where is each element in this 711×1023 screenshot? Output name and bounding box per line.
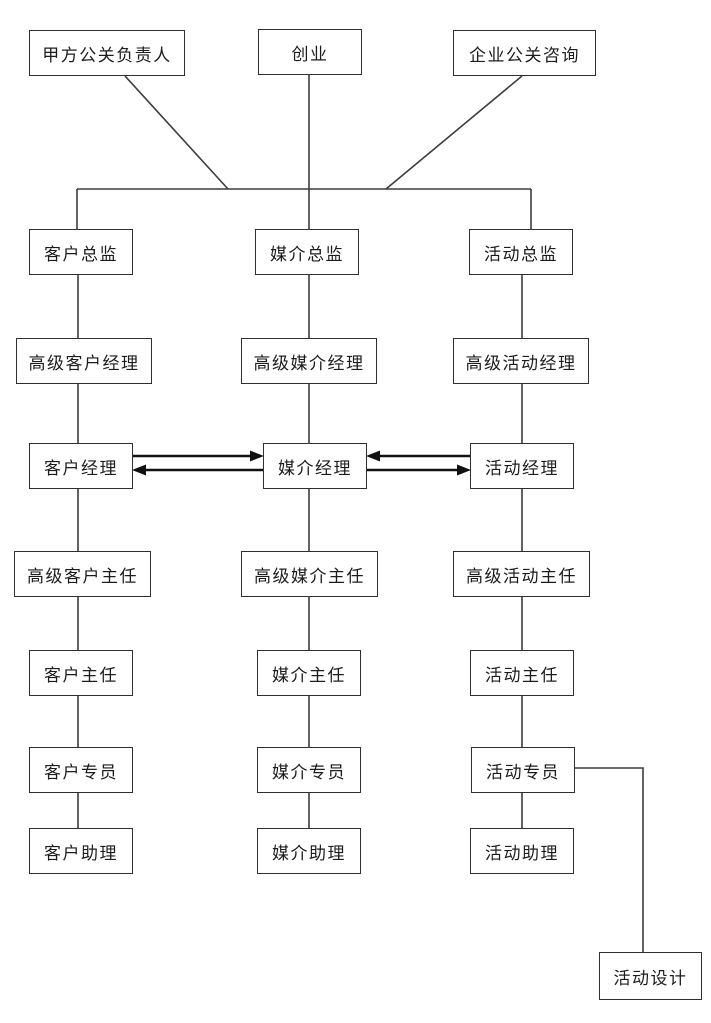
node-account-director: 客户总监 [29, 229, 133, 275]
node-startup: 创业 [258, 29, 362, 75]
arrow-media-to-event-head [457, 464, 471, 476]
node-senior-account-supervisor: 高级客户主任 [14, 551, 151, 597]
arrow-account-to-media-head [250, 450, 264, 462]
node-senior-media-supervisor: 高级媒介主任 [241, 551, 378, 597]
node-event-director: 活动总监 [469, 229, 573, 275]
node-media-manager: 媒介经理 [263, 443, 367, 489]
node-account-assistant: 客户助理 [29, 828, 133, 874]
node-media-director: 媒介总监 [255, 229, 359, 275]
exchange-arrows [132, 450, 471, 476]
node-event-assistant: 活动助理 [470, 828, 574, 874]
node-event-executive: 活动专员 [471, 747, 575, 793]
node-account-supervisor: 客户主任 [29, 650, 133, 696]
node-account-manager: 客户经理 [29, 443, 133, 489]
node-senior-media-manager: 高级媒介经理 [241, 338, 377, 384]
arrow-media-to-account-head [132, 464, 146, 476]
node-account-executive: 客户专员 [29, 747, 133, 793]
edge-consulting-to-bus [385, 75, 523, 190]
node-corporate-pr-consulting: 企业公关咨询 [453, 30, 596, 76]
node-event-designer: 活动设计 [599, 952, 702, 1000]
node-media-executive: 媒介专员 [257, 747, 361, 793]
node-media-supervisor: 媒介主任 [257, 650, 361, 696]
node-event-manager: 活动经理 [470, 443, 574, 489]
arrow-event-to-media-head [366, 450, 380, 462]
node-senior-event-manager: 高级活动经理 [453, 338, 589, 384]
node-senior-event-supervisor: 高级活动主任 [453, 551, 590, 597]
node-media-assistant: 媒介助理 [257, 828, 361, 874]
node-party-a-pr-lead: 甲方公关负责人 [29, 30, 185, 76]
node-event-supervisor: 活动主任 [470, 650, 574, 696]
node-senior-account-manager: 高级客户经理 [16, 338, 152, 384]
edge-event-executive-to-event-designer [575, 767, 644, 952]
edge-party-a-pr-lead-to-bus [124, 75, 229, 190]
